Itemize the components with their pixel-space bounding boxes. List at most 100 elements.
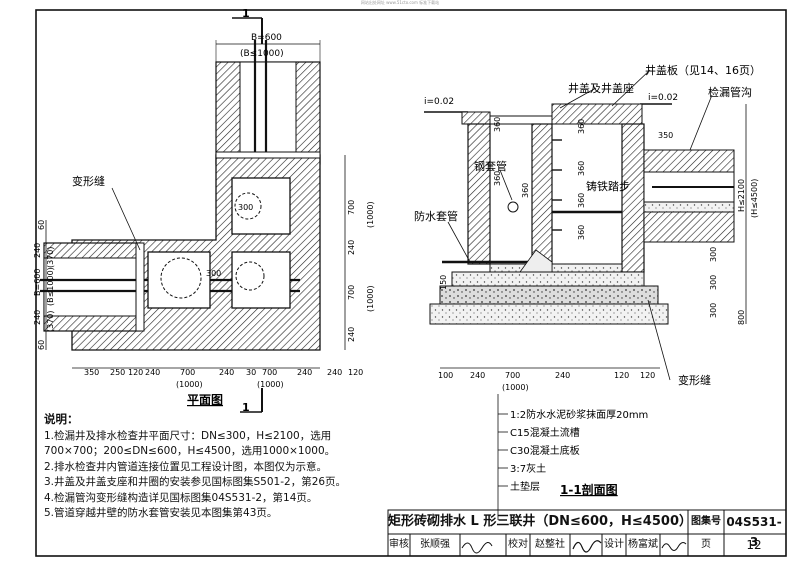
section-inner-dims: 360 360 360 360 360 360 360 xyxy=(493,117,586,240)
section-steel-sleeve: 钢套管 xyxy=(474,159,507,173)
notes-block: 说明： 1.检漏井及排水检查井平面尺寸：DN≤300，H≤2100，选用 700… xyxy=(44,412,364,522)
svg-text:C30混凝土底板: C30混凝土底板 xyxy=(510,444,580,457)
plan-deform-label: 变形缝 xyxy=(72,174,105,188)
svg-text:120: 120 xyxy=(128,368,143,377)
plan-section-mark-bottom: 1 xyxy=(242,401,250,414)
plan-chamber-left xyxy=(147,251,211,309)
svg-text:100: 100 xyxy=(438,371,453,380)
checker-name: 赵整社 xyxy=(535,539,565,550)
page-label: 页 xyxy=(701,539,711,550)
plan-pipe-300-top: 300 xyxy=(238,203,253,212)
svg-text:360: 360 xyxy=(577,225,586,240)
svg-text:360: 360 xyxy=(577,161,586,176)
top-header-note: 网站出处网址 www.51cto.com 标准下载站 xyxy=(360,0,440,5)
plan-bottom-dims: 350 250 120 240 700 (1000) 240 700 (1000… xyxy=(84,368,363,389)
section-view xyxy=(424,69,747,520)
section-title: 1-1剖面图 xyxy=(560,482,618,497)
plan-chamber-corner xyxy=(231,251,291,309)
section-deform-joint: 变形缝 xyxy=(678,373,711,387)
svg-text:(1000): (1000) xyxy=(176,380,203,389)
reviewer-signature xyxy=(461,542,493,554)
svg-text:1:2防水水泥砂浆抹面厚20mm: 1:2防水水泥砂浆抹面厚20mm xyxy=(510,408,648,421)
svg-text:360: 360 xyxy=(521,183,530,198)
drawing-title: 矩形砖砌排水 L 形三联井（DN≤600，H≤4500） xyxy=(388,514,692,529)
svg-text:240: 240 xyxy=(33,243,42,258)
section-base-slab xyxy=(451,271,645,287)
section-slope-right: i=0.02 xyxy=(648,93,678,103)
svg-text:800: 800 xyxy=(737,310,746,325)
svg-text:240: 240 xyxy=(347,327,356,342)
designer-name: 杨富斌 xyxy=(628,539,658,550)
review-label: 审核 xyxy=(389,539,409,550)
svg-text:240: 240 xyxy=(219,368,234,377)
svg-text:350: 350 xyxy=(84,368,99,377)
plan-width-top: B=600 xyxy=(251,33,282,43)
svg-text:(B≤1000): (B≤1000) xyxy=(46,267,55,306)
note-line: 700×700；200≤DN≤600，H≤4500，选用1000×1000。 xyxy=(44,445,336,457)
atlas-number: 04S531-3 xyxy=(726,515,782,549)
section-left-wall xyxy=(467,123,491,265)
svg-text:(H≤4500): (H≤4500) xyxy=(750,179,759,218)
plan-section-mark-top: 1 xyxy=(242,7,250,20)
section-right-dims: H≤2100 (H≤4500) 300 300 300 800 xyxy=(709,179,759,325)
note-line: 2.排水检查井内管道连接位置见工程设计图，本图仅为示意。 xyxy=(44,460,328,473)
design-label: 设计 xyxy=(604,539,624,550)
note-line: 4.检漏管沟变形缝构造详见国标图集04S531-2，第14页。 xyxy=(44,491,318,504)
svg-text:120: 120 xyxy=(348,368,363,377)
svg-text:240: 240 xyxy=(145,368,160,377)
section-bottom-dims: 100 240 700 (1000) 240 120 120 xyxy=(438,371,655,392)
svg-text:240: 240 xyxy=(327,368,342,377)
svg-text:240: 240 xyxy=(347,240,356,255)
svg-text:(1000): (1000) xyxy=(366,285,375,312)
svg-text:120: 120 xyxy=(614,371,629,380)
svg-text:(1000): (1000) xyxy=(366,201,375,228)
designer-signature xyxy=(661,542,687,551)
svg-text:H≤2100: H≤2100 xyxy=(737,179,746,212)
svg-text:700: 700 xyxy=(180,368,195,377)
plan-width-top-alt: (B≤1000) xyxy=(240,49,284,59)
svg-text:120: 120 xyxy=(640,371,655,380)
svg-text:360: 360 xyxy=(577,193,586,208)
section-material-list: 1:2防水水泥砂浆抹面厚20mm C15混凝土流槽 C30混凝土底板 3:7灰土… xyxy=(498,408,648,493)
plan-right-dims: 700 (1000) 240 700 (1000) 240 xyxy=(347,200,375,342)
plan-title: 平面图 xyxy=(187,393,223,407)
svg-text:(1000): (1000) xyxy=(502,383,529,392)
svg-text:3:7灰土: 3:7灰土 xyxy=(510,462,546,475)
section-right-wall xyxy=(621,123,645,273)
svg-text:240: 240 xyxy=(33,310,42,325)
svg-text:240: 240 xyxy=(470,371,485,380)
svg-text:240: 240 xyxy=(297,368,312,377)
svg-text:250: 250 xyxy=(110,368,125,377)
plan-left-dims: 60 240 (370) B=600 (B≤1000) 240 (370) 60 xyxy=(33,220,55,350)
svg-text:C15混凝土流槽: C15混凝土流槽 xyxy=(510,426,580,439)
section-waterproof-sleeve: 防水套管 xyxy=(414,209,458,223)
section-dim-350: 350 xyxy=(658,131,673,140)
section-cover-plate: 井盖板（见14、16页） xyxy=(645,63,761,77)
note-line: 1.检漏井及排水检查井平面尺寸：DN≤300，H≤2100，选用 xyxy=(44,429,332,442)
plan-dim-30: 30 xyxy=(246,368,256,377)
svg-text:(1000): (1000) xyxy=(257,380,284,389)
title-block: 矩形砖砌排水 L 形三联井（DN≤600，H≤4500） 图集号 04S531-… xyxy=(388,510,784,556)
section-dim-150: 150 xyxy=(439,275,448,290)
svg-text:700: 700 xyxy=(262,368,277,377)
svg-text:60: 60 xyxy=(37,220,46,230)
svg-text:(370): (370) xyxy=(46,246,55,268)
section-cover-seat: 井盖及井盖座 xyxy=(568,81,634,95)
plan-view xyxy=(40,17,346,413)
note-line: 3.井盖及井盖支座和井圈的安装参见国标图集S501-2，第26页。 xyxy=(44,476,347,488)
svg-text:300: 300 xyxy=(709,303,718,318)
svg-text:60: 60 xyxy=(37,340,46,350)
section-slope-left: i=0.02 xyxy=(424,97,454,107)
section-soil-cushion xyxy=(429,303,669,325)
section-step: 铸铁踏步 xyxy=(586,179,630,193)
svg-text:300: 300 xyxy=(709,247,718,262)
plan-pipe-300-left: 300 xyxy=(206,269,221,278)
checker-signature xyxy=(572,540,602,553)
svg-text:360: 360 xyxy=(493,171,502,186)
svg-text:700: 700 xyxy=(347,285,356,300)
svg-text:(370): (370) xyxy=(46,310,55,332)
reviewer-name: 张顺强 xyxy=(420,539,450,550)
svg-text:土垫层: 土垫层 xyxy=(510,480,540,493)
svg-text:300: 300 xyxy=(709,275,718,290)
